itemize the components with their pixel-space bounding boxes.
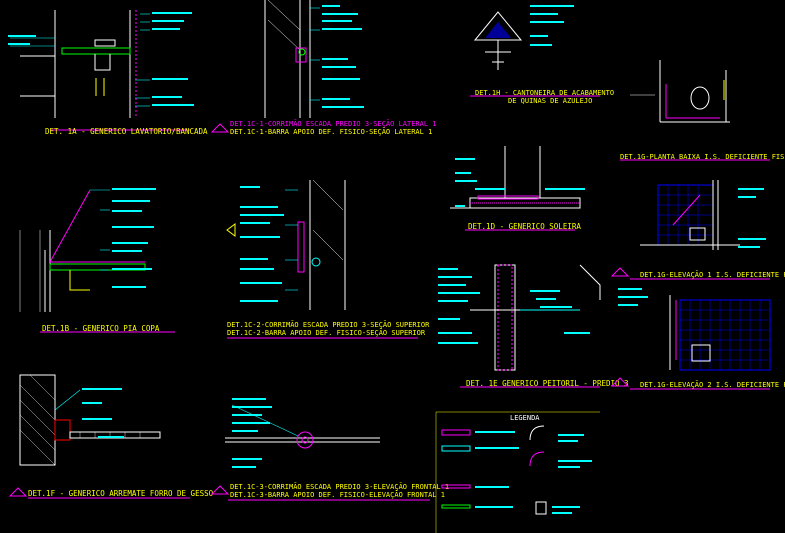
detail-1e-title: DET. 1E GENERICO PEITORIL - PREDIO 3 <box>466 379 629 388</box>
detail-1h-cantoneira: DET.1H - CANTONEIRA DE ACABAMENTO DE QUI… <box>470 5 614 105</box>
detail-1c3-title-line2: DET.1C-3-BARRA APOIO DEF. FISICO-ELEVAÇÃ… <box>230 490 445 499</box>
detail-1a-title: DET. 1A - GENERICO LAVATORIO/BANCADA <box>45 127 208 136</box>
detail-1c1-title-line2: DET.1C-1-BARRA APOIO DEF. FISICO-SEÇÃO L… <box>230 127 432 136</box>
detail-1h-title-line2: DE QUINAS DE AZULEJO <box>508 97 592 105</box>
detail-1b-pia: DET.1B - GENERICO PIA COPA <box>19 188 175 333</box>
detail-1c2-title-line1: DET.1C-2-CORRIMÃO ESCADA PREDIO 3-SEÇÃO … <box>227 320 430 329</box>
legend-title: LEGENDA <box>510 414 540 422</box>
detail-1c1-title-line1: DET.1C-1-CORRIMÃO ESCADA PREDIO 3-SEÇÃO … <box>230 119 437 128</box>
detail-1g-elev1-title: DET.1G-ELEVAÇÃO 1 I.S. DEFICIENTE FISICO <box>640 270 785 279</box>
detail-1g-elev2-title: DET.1G-ELEVAÇÃO 2 I.S. DEFICIENTE FISICO <box>640 380 785 389</box>
detail-1g-planta: DET.1G-PLANTA BAIXA I.S. DEFICIENTE FISI… <box>620 60 785 161</box>
detail-1d-title: DET.1D - GENERICO SOLEIRA <box>468 222 581 231</box>
detail-1g-elevacao-1: DET.1G-ELEVAÇÃO 1 I.S. DEFICIENTE FISICO <box>610 180 785 280</box>
detail-1c2-title-line2: DET.1C-2-BARRA APOIO DEF. FISICO-SEÇÃO S… <box>227 328 426 337</box>
detail-1g-planta-title: DET.1G-PLANTA BAIXA I.S. DEFICIENTE FISI… <box>620 153 785 161</box>
detail-1c2-corrimao: DET.1C-2-CORRIMÃO ESCADA PREDIO 3-SEÇÃO … <box>226 179 430 339</box>
detail-1h-title-line1: DET.1H - CANTONEIRA DE ACABAMENTO <box>475 89 614 97</box>
legend-box: LEGENDA <box>435 411 600 533</box>
detail-1b-title: DET.1B - GENERICO PIA COPA <box>42 324 160 333</box>
detail-1c3-title-line1: DET.1C-3-CORRIMÃO ESCADA PREDIO 3-ELEVAÇ… <box>230 482 449 491</box>
detail-1e-peitoril: DET. 1E GENERICO PEITORIL - PREDIO 3 <box>438 264 629 388</box>
detail-1f-title: DET.1F - GENERICO ARREMATE FORRO DE GESS… <box>28 489 214 498</box>
detail-1g-elevacao-2: DET.1G-ELEVAÇÃO 2 I.S. DEFICIENTE FISICO <box>610 288 785 390</box>
detail-1d-soleira: DET.1D - GENERICO SOLEIRA <box>450 146 585 231</box>
detail-1c3-corrimao: DET.1C-3-CORRIMÃO ESCADA PREDIO 3-ELEVAÇ… <box>210 398 449 501</box>
detail-1a-lavatorio: DET. 1A - GENERICO LAVATORIO/BANCADA <box>8 10 208 136</box>
detail-1f-forro: DET.1F - GENERICO ARREMATE FORRO DE GESS… <box>8 374 214 499</box>
detail-1c1-corrimao: DET.1C-1-CORRIMÃO ESCADA PREDIO 3-SEÇÃO … <box>210 0 437 136</box>
